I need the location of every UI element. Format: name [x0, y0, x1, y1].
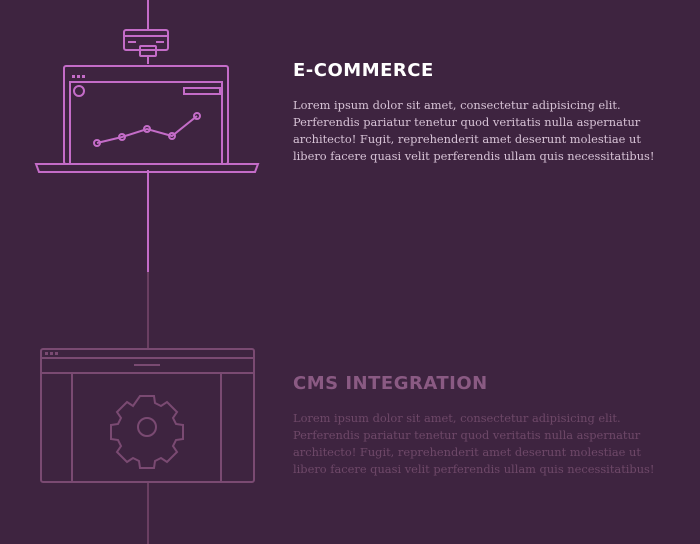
laptop-window-dots: [72, 75, 85, 78]
section-title: E-COMMERCE: [293, 60, 434, 81]
section-cms-integration: CMS INTEGRATION Lorem ipsum dolor sit am…: [293, 373, 673, 478]
section-title: CMS INTEGRATION: [293, 373, 488, 394]
browser-window-dots: [45, 352, 58, 355]
section-body: Lorem ipsum dolor sit amet, consectetur …: [293, 98, 655, 163]
section-ecommerce: E-COMMERCE Lorem ipsum dolor sit amet, c…: [293, 60, 673, 165]
section-body: Lorem ipsum dolor sit amet, consectetur …: [293, 411, 655, 476]
browser-gear-icon: [40, 348, 255, 483]
credit-card-icon: [123, 29, 169, 64]
